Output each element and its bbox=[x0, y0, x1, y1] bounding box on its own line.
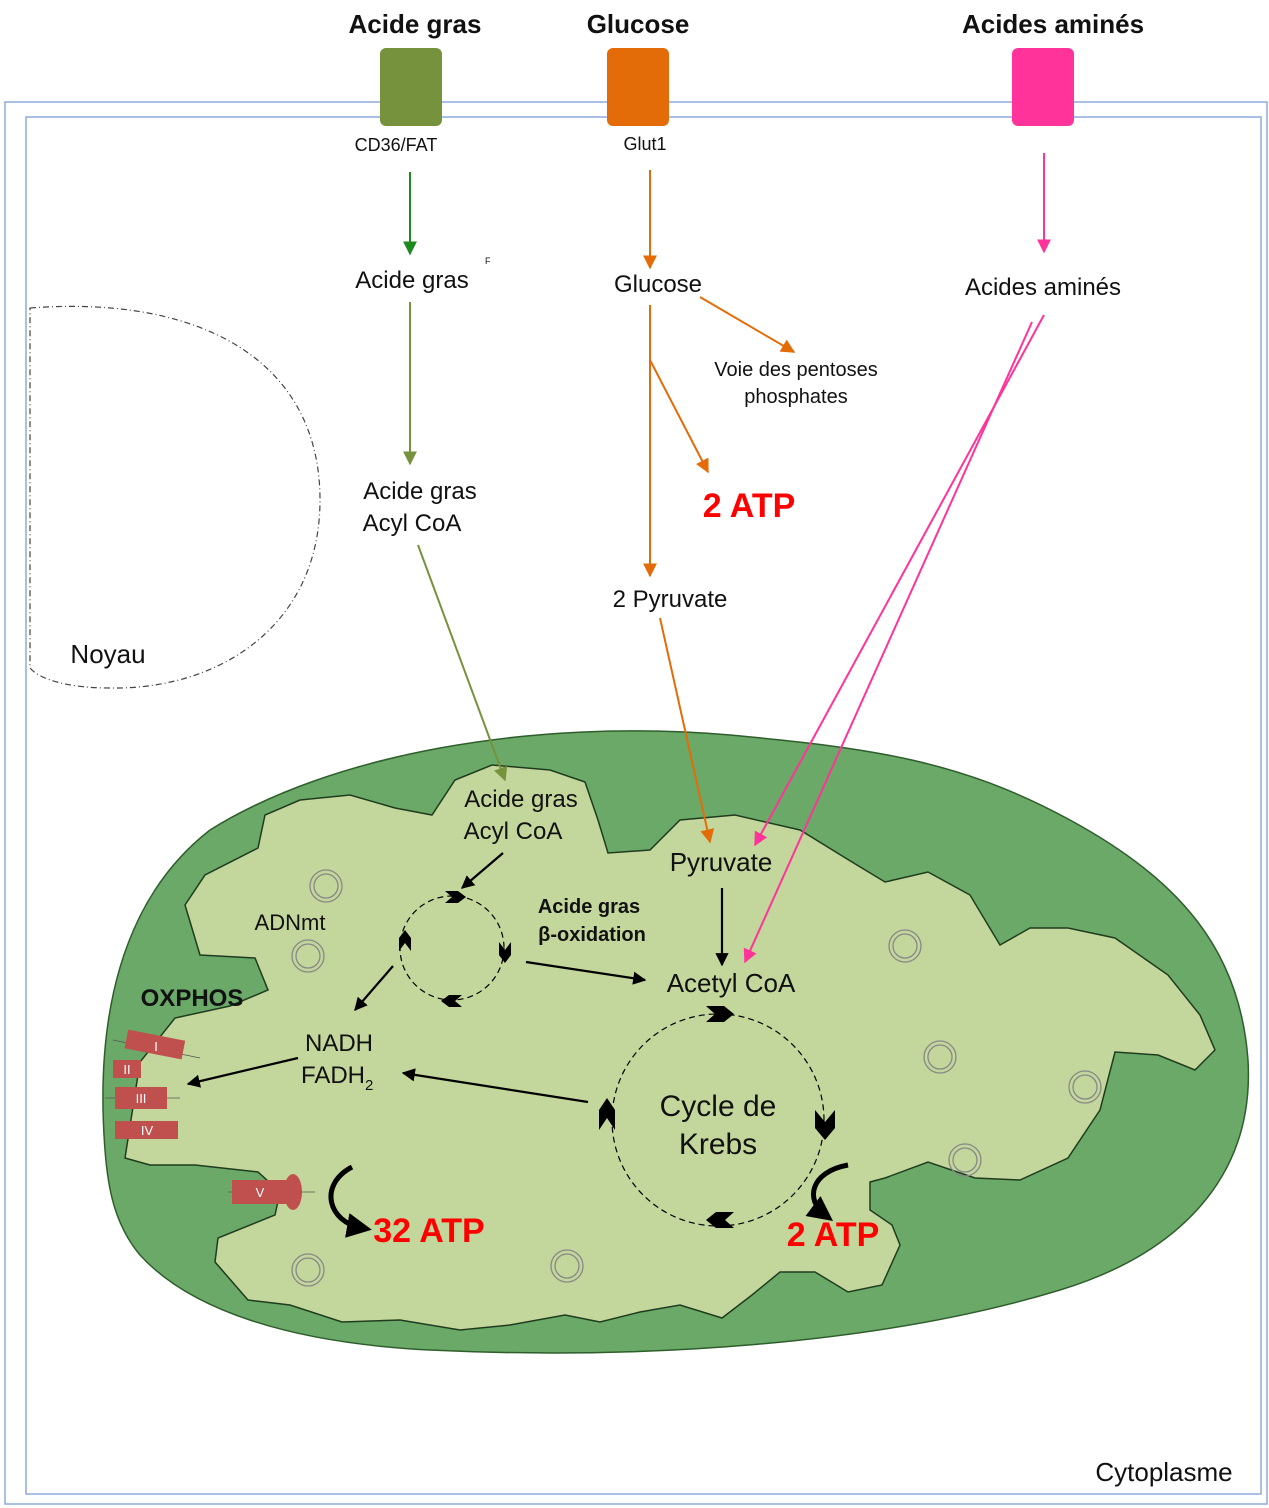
complex-i-label: I bbox=[154, 1039, 158, 1054]
cytosol-amino-acids: Acides aminés bbox=[965, 274, 1121, 301]
arrow-fa-import bbox=[417, 544, 508, 782]
fatty-acid-superscript: F bbox=[485, 256, 491, 266]
mitochondrion-inner bbox=[124, 764, 1216, 1331]
arrow-beta-to-acetylcoa bbox=[525, 960, 647, 985]
beta-oxidation-line2: β-oxidation bbox=[538, 924, 646, 946]
complex-ii: II bbox=[113, 1060, 141, 1078]
complex-iii: III bbox=[105, 1087, 180, 1109]
complex-iv-label: IV bbox=[141, 1123, 154, 1138]
nucleus-outline bbox=[29, 305, 321, 689]
oxphos-label: OXPHOS bbox=[141, 985, 244, 1012]
krebs-cycle-chevrons bbox=[599, 1006, 835, 1228]
nadh-label: NADH bbox=[305, 1030, 373, 1057]
glycolysis-atp: 2 ATP bbox=[703, 487, 796, 525]
cd36-label: CD36/FAT bbox=[355, 135, 438, 155]
krebs-atp: 2 ATP bbox=[787, 1216, 880, 1254]
krebs-label-line2: Krebs bbox=[679, 1128, 757, 1161]
glut1-label: Glut1 bbox=[623, 134, 666, 154]
amino-acid-title: Acides aminés bbox=[962, 9, 1144, 39]
complex-i: I bbox=[112, 1029, 201, 1060]
arrow-ppp bbox=[699, 296, 796, 353]
acetyl-coa: Acetyl CoA bbox=[667, 968, 796, 998]
arrow-glycolysis-atp bbox=[649, 359, 709, 474]
fatty-acid-title: Acide gras bbox=[349, 9, 482, 39]
oxphos-atp: 32 ATP bbox=[373, 1212, 484, 1250]
mtdna-circles bbox=[291, 869, 1102, 1287]
cytosol-fatty-acid: Acide gras bbox=[355, 267, 468, 294]
fadh2-label: FADH2 bbox=[301, 1062, 373, 1094]
cytosol-glucose: Glucose bbox=[614, 271, 702, 298]
beta-oxidation-line1: Acide gras bbox=[538, 896, 640, 918]
acyl-coa-cytosol-line2: Acyl CoA bbox=[363, 510, 462, 537]
arrow-aa-acetylcoa bbox=[743, 321, 1033, 964]
cd36-transporter bbox=[380, 48, 442, 126]
amino-acid-transporter bbox=[1012, 48, 1074, 126]
arrow-krebs-to-nadh bbox=[401, 1068, 589, 1104]
complex-iii-label: III bbox=[136, 1091, 147, 1106]
arrow-beta-to-nadh bbox=[354, 965, 394, 1011]
cytoplasm-label: Cytoplasme bbox=[1095, 1457, 1232, 1487]
mtdna-label: ADNmt bbox=[255, 910, 326, 935]
complex-iv: IV bbox=[115, 1121, 178, 1139]
acyl-coa-cytosol-line1: Acide gras bbox=[363, 478, 476, 505]
nucleus-label: Noyau bbox=[70, 639, 145, 669]
arrow-pyruvate-import bbox=[659, 617, 715, 844]
glut1-transporter bbox=[607, 48, 669, 126]
complex-v-atp-synthase: V bbox=[228, 1174, 315, 1210]
glucose-title: Glucose bbox=[587, 9, 690, 39]
fadh-subscript: 2 bbox=[365, 1077, 373, 1094]
complex-v-label: V bbox=[256, 1185, 265, 1200]
pyruvate-mito: Pyruvate bbox=[670, 847, 773, 877]
arrow-nadh-to-oxphos bbox=[186, 1056, 299, 1088]
arrow-fa-to-beta bbox=[460, 852, 504, 889]
beta-cycle-chevrons bbox=[399, 891, 511, 1007]
ppp-label-line1: Voie des pentoses bbox=[714, 359, 877, 381]
pyruvate-cytosol: 2 Pyruvate bbox=[613, 586, 728, 613]
mito-fa-line2: Acyl CoA bbox=[464, 818, 563, 845]
fadh-text: FADH bbox=[301, 1062, 365, 1089]
mito-fa-line1: Acide gras bbox=[464, 786, 577, 813]
krebs-label-line1: Cycle de bbox=[660, 1090, 777, 1123]
arrow-oxphos-atp bbox=[328, 1164, 372, 1238]
arrow-krebs-atp bbox=[805, 1162, 849, 1222]
ppp-label-line2: phosphates bbox=[744, 386, 847, 408]
complex-ii-label: II bbox=[123, 1062, 130, 1077]
